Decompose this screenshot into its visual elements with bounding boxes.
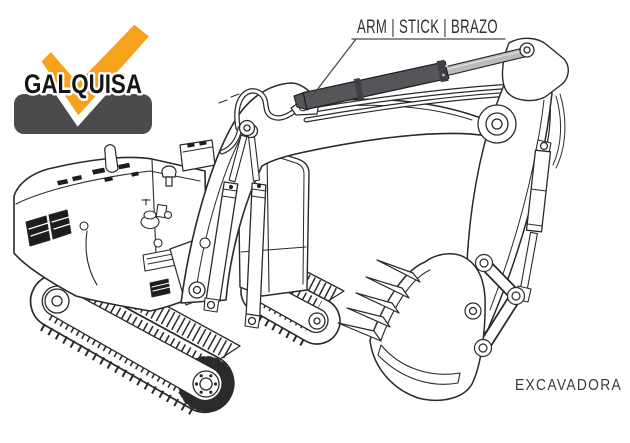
bucket-shell: [369, 253, 486, 402]
stick-cylinder-collar: [353, 77, 364, 101]
gland-bolt: [442, 73, 445, 77]
hydraulic-hose-loop: [219, 88, 302, 155]
hood-seam: [15, 170, 201, 205]
bucket-tooth: [337, 322, 382, 342]
boom-cylinder-near: [203, 119, 256, 313]
boom-cylinder-near-collars: [221, 188, 238, 199]
grease-fitting: [257, 184, 261, 188]
bucket-cylinder-rod: [520, 231, 538, 290]
near-track: [29, 263, 241, 416]
galquisa-logo: GALQUISA: [14, 15, 160, 134]
deck-bolt: [153, 238, 163, 248]
bucket-tooth: [355, 292, 400, 314]
hood-side-seam: [151, 159, 157, 255]
cab-pillar: [266, 152, 270, 293]
stick-cylinder-rod-highlight: [447, 50, 525, 70]
roof-vents: [57, 162, 139, 186]
far-track-sprocket: [308, 312, 326, 330]
stick-cylinder-gland: [436, 59, 449, 83]
linkage-pins: [464, 253, 526, 358]
boom-foot-hole: [199, 237, 211, 249]
bucket-cylinder-collars: [527, 188, 547, 227]
bucket-cylinder-barrel: [525, 149, 552, 233]
stick-top-bracket: [501, 37, 569, 102]
side-grille-right: [48, 209, 72, 240]
deck-step-grille: [149, 278, 171, 298]
boom-cylinder-far-collars: [251, 188, 267, 199]
boom-cylinder-near-rod: [228, 134, 248, 183]
callout-leader: [309, 38, 506, 100]
bucket-tooth: [365, 276, 410, 299]
stick-cylinder-body: [302, 61, 450, 110]
swivel-valve-cluster: [140, 198, 173, 230]
logo-brand-text: GALQUISA: [24, 69, 142, 99]
arm-stick-brazo-label: ARM | STICK | BRAZO: [357, 17, 498, 38]
breather-cap: [161, 165, 177, 187]
handrail: [85, 230, 98, 286]
far-track-shoe-ticks: [250, 311, 305, 347]
bucket-tooth: [346, 307, 391, 328]
rear-cab-box: [179, 139, 216, 172]
far-track-sprocket-hub: [313, 317, 321, 325]
excavadora-caption: EXCAVADORA: [515, 377, 622, 394]
stick-hoses: [552, 93, 566, 169]
stick-cylinder: [290, 42, 535, 116]
exhaust-pipe: [104, 144, 119, 173]
bucket-tooth: [376, 259, 421, 283]
gland-bolt: [445, 64, 448, 68]
small-cap: [79, 221, 89, 231]
bucket-teeth: [337, 259, 421, 342]
bucket-wear-strip: [377, 344, 461, 385]
near-track-idler-hub: [51, 295, 63, 307]
boom-hose-clamps: [218, 93, 240, 104]
upper-body: [13, 139, 216, 312]
boom-cylinder-near-barrel: [205, 181, 239, 302]
bucket: [337, 253, 486, 402]
near-track-inner: [41, 285, 223, 402]
near-track-sprocket-hub: [199, 377, 213, 391]
checkmark-icon: [32, 15, 160, 127]
side-grille-left: [25, 215, 51, 247]
grease-fitting: [229, 185, 233, 189]
leader-line: [309, 38, 357, 100]
near-track-sprocket-bolts: [194, 374, 218, 394]
excavator-drawing: [13, 37, 569, 416]
near-track-shoe-ticks: [40, 323, 195, 416]
